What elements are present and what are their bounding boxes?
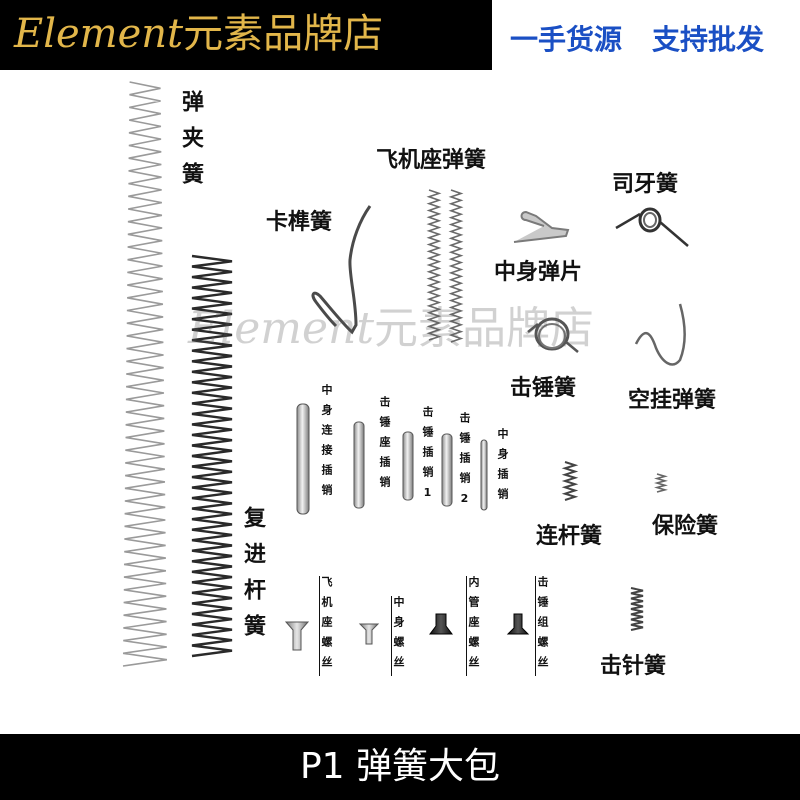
footer-bar: P1 弹簧大包 <box>0 734 800 800</box>
hammer-group-screw-label: 击锤组螺丝 <box>536 576 549 676</box>
catch-spring-shape <box>311 205 372 335</box>
springs-group <box>122 81 668 667</box>
brand-title: Element元素品牌店 <box>14 8 383 60</box>
watermark: Element元素品牌店 <box>188 292 594 356</box>
hammer-seat-pin-label: 击锤座插销 <box>378 396 391 496</box>
link-spring-shape <box>561 461 579 501</box>
slide-stop-spring-label: 空挂弹簧 <box>628 388 717 413</box>
hammer-seat-spring-shape-2 <box>448 189 464 343</box>
catch-spring-label: 卡榫簧 <box>266 210 333 235</box>
screws-group <box>284 613 530 651</box>
hammer-seat-spring-label: 飞机座弹簧 <box>376 148 487 173</box>
firing-pin-spring-shape <box>630 587 644 631</box>
parts-illustration <box>122 81 689 667</box>
hammer-seat-screw-label: 飞机座螺丝 <box>320 576 333 676</box>
brand-banner: Element元素品牌店 <box>0 0 492 70</box>
sear-spring-label: 司牙簧 <box>612 172 679 197</box>
slogan-wholesale-support: 支持批发 <box>652 23 765 56</box>
header-bar: Element元素品牌店 一手货源 支持批发 <box>0 0 800 70</box>
frame-leaf-label: 中身弹片 <box>494 260 583 285</box>
frame-leaf-shape <box>513 210 570 243</box>
brand-cn: 元素品牌店 <box>183 11 384 57</box>
recoil-spring-shape <box>191 254 233 658</box>
sear-spring-shape <box>615 207 689 247</box>
frame-link-pin-label: 中身连接插销 <box>320 384 333 504</box>
magazine-spring-label: 弹夹簧 <box>178 90 203 198</box>
watermark-cn: 元素品牌店 <box>374 303 595 354</box>
hammer-pin-1-label: 击锤插销1 <box>421 406 434 508</box>
hammer-pin-2-label: 击锤插销2 <box>458 412 471 514</box>
firing-pin-spring-label: 击针簧 <box>600 654 667 679</box>
link-spring-label: 连杆簧 <box>536 524 603 549</box>
magazine-spring-shape <box>122 81 168 667</box>
hammer-seat-spring-shape-1 <box>426 189 442 341</box>
footer-title: P1 弹簧大包 <box>299 746 501 787</box>
hammer-spring-label: 击锤簧 <box>510 376 577 401</box>
slogan-wholesale-source: 一手货源 <box>510 23 623 56</box>
hammer-spring-shape <box>527 317 579 353</box>
slide-stop-spring-shape <box>634 303 686 366</box>
safety-spring-label: 保险簧 <box>652 514 719 539</box>
recoil-spring-label: 复进杆簧 <box>240 506 265 650</box>
watermark-latin: Element <box>188 303 375 354</box>
frame-screw-label: 中身螺丝 <box>392 596 405 676</box>
safety-spring-shape <box>654 473 668 493</box>
frame-pin-label: 中身插销 <box>496 428 509 508</box>
brand-latin: Element <box>14 11 184 57</box>
product-photo: Element元素品牌店 弹夹簧 复进杆簧 卡榫簧 飞机座弹簧 司牙簧 中身弹片… <box>0 70 800 734</box>
inner-tube-seat-screw-label: 内管座螺丝 <box>467 576 480 676</box>
pins-group <box>296 403 488 515</box>
